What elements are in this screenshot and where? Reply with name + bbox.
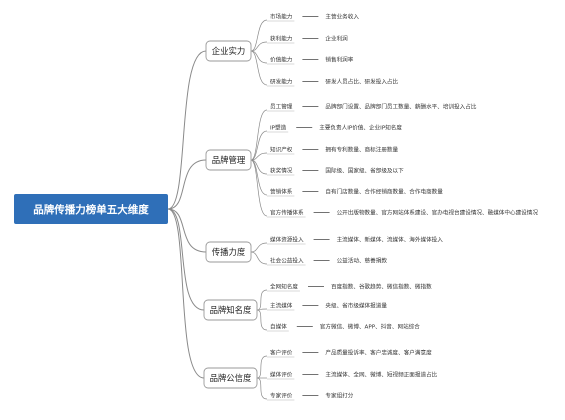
leaf-item: 知识产权 拥有专利数量、商标注册数量 <box>267 145 399 155</box>
branch-leaf-connector <box>250 19 268 52</box>
leaf-item: 价值能力 销售利润率 <box>267 55 354 65</box>
leaf-label: 官方传播体系 <box>270 208 304 216</box>
leaf-item: 社会公益投入 公益活动、慈善捐款 <box>267 256 388 266</box>
leaf-detail: 专家组打分 <box>325 391 353 399</box>
leaf-label: 营销体系 <box>270 187 293 195</box>
leaf-detail: 主流媒体、全网、微博、短视频正面报道占比 <box>325 370 437 378</box>
branch-node: 企业实力 <box>205 40 252 62</box>
leaf-detail: 央级、省市级媒体报道量 <box>325 301 387 309</box>
leaf-item: 主流媒体 央级、省市级媒体报道量 <box>267 301 387 311</box>
branch-node-box <box>203 367 258 389</box>
branch-leaf-connector <box>250 159 268 217</box>
leaf-item: 自媒体 官方微信、微博、APP、抖音、网站综合 <box>267 322 420 332</box>
branch-leaf-connector <box>256 289 268 311</box>
leaf-detail: 百度指数、谷歌趋势、微信指数、微指数 <box>331 282 432 290</box>
leaf-label: 获利能力 <box>270 34 293 42</box>
leaf-detail: 主流媒体、新媒体、流媒体、海外媒体投入 <box>337 235 444 243</box>
branch-leaf-connector <box>250 50 268 86</box>
branch-node-box <box>205 149 252 171</box>
branch-node: 品牌管理 <box>205 149 252 171</box>
leaf-item: 客户评价 产品质量投诉率、客户忠诚度、客户满意度 <box>267 348 432 358</box>
leaf-item: 媒体资源投入 主流媒体、新媒体、流媒体、海外媒体投入 <box>267 235 444 245</box>
leaf-label: 媒体资源投入 <box>270 235 304 243</box>
leaf-detail: 品牌部门设置、品牌部门员工数量、薪酬水平、培训投入占比 <box>325 102 476 110</box>
leaf-item: 营销体系 自有门店数量、合作经销商数量、合作电商数量 <box>267 187 443 197</box>
leaf-label: 获奖情况 <box>270 166 293 174</box>
root-node: 品牌传播力榜单五大维度 <box>14 194 168 224</box>
root-branch-connector <box>167 208 205 311</box>
leaf-label: 媒体评价 <box>270 370 293 378</box>
leaf-detail: 产品质量投诉率、客户忠诚度、客户满意度 <box>325 348 432 356</box>
branch-label: 品牌知名度 <box>210 305 252 315</box>
leaf-label: 社会公益投入 <box>270 256 304 264</box>
branch-leaf-connector <box>250 41 268 52</box>
leaf-detail: 自有门店数量、合作经销商数量、合作电商数量 <box>325 187 443 195</box>
leaf-item: 研发能力 研发人员占比、研发投入占比 <box>267 77 399 87</box>
leaf-item: 媒体评价 主流媒体、全网、微博、短视频正面报道占比 <box>267 370 438 380</box>
leaf-label: 知识产权 <box>270 145 293 153</box>
leaf-label: 客户评价 <box>270 348 293 356</box>
branch-leaf-connector <box>250 130 268 161</box>
leaf-detail: 研发人员占比、研发投入占比 <box>325 77 398 85</box>
leaf-detail: 主营业务收入 <box>325 12 359 20</box>
branch-leaf-connector <box>250 109 268 161</box>
leaf-item: 获利能力 企业利润 <box>267 34 348 44</box>
leaf-detail: 公开出版物数量、官方网站体系建设、官办电视台建设情况、融媒体中心建设情况 <box>337 208 539 216</box>
leaf-detail: 主要负责人IP价值、企业IP知名度 <box>319 123 402 131</box>
branch-label: 品牌管理 <box>212 155 246 165</box>
branch-node-box <box>205 241 252 263</box>
root-label: 品牌传播力榜单五大维度 <box>33 203 149 216</box>
leaf-item: 全网知名度 百度指数、谷歌趋势、微信指数、微指数 <box>267 282 432 292</box>
leaf-detail: 企业利润 <box>325 34 348 42</box>
root-branch-connector <box>167 208 205 379</box>
root-branch-connector <box>167 159 207 210</box>
branch-label: 企业实力 <box>212 46 246 56</box>
leaf-label: 研发能力 <box>270 77 293 85</box>
branch-leaf-connector <box>250 251 268 265</box>
leaf-item: 员工管理 品牌部门设置、品牌部门员工数量、薪酬水平、培训投入占比 <box>267 102 477 112</box>
branch-label: 传播力度 <box>212 247 246 257</box>
leaf-item: IP塑造 主要负责人IP价值、企业IP知名度 <box>267 123 402 133</box>
leaf-label: 专家评价 <box>270 391 293 399</box>
branch-node-box <box>205 40 252 62</box>
branch-node: 品牌知名度 <box>203 299 258 321</box>
leaf-label: 自媒体 <box>270 322 287 330</box>
connector-lines <box>167 19 268 400</box>
leaf-label: 员工管理 <box>270 102 293 110</box>
root-node-box <box>14 194 168 224</box>
leaf-label: IP塑造 <box>270 123 287 131</box>
branch-leaf-connector <box>250 159 268 196</box>
leaf-item: 获奖情况 国际级、国家级、省部级及以下 <box>267 166 404 176</box>
branch-leaf-connector <box>256 355 268 379</box>
leaf-label: 市场能力 <box>270 12 293 20</box>
branch-node: 品牌公信度 <box>203 367 258 389</box>
branch-leaf-connector <box>256 377 268 400</box>
leaf-detail: 拥有专利数量、商标注册数量 <box>325 145 398 153</box>
leaf-item: 官方传播体系 公开出版物数量、官方网站体系建设、官办电视台建设情况、融媒体中心建设… <box>267 208 539 218</box>
root-branch-connector <box>167 208 207 253</box>
leaf-label: 价值能力 <box>270 55 293 63</box>
branch-leaf-connector <box>256 309 268 331</box>
leaf-label: 全网知名度 <box>270 282 298 290</box>
branch-node: 传播力度 <box>205 241 252 263</box>
branch-leaf-connector <box>250 242 268 253</box>
branch-node-box <box>203 299 258 321</box>
leaf-detail: 国际级、国家级、省部级及以下 <box>325 166 404 174</box>
leaf-label: 主流媒体 <box>270 301 293 309</box>
leaf-item: 市场能力 主营业务收入 <box>267 12 359 22</box>
leaf-item: 专家评价 专家组打分 <box>267 391 354 401</box>
leaf-detail: 公益活动、慈善捐款 <box>337 256 388 264</box>
leaf-detail: 官方微信、微博、APP、抖音、网站综合 <box>320 322 420 330</box>
leaf-detail: 销售利润率 <box>325 55 353 63</box>
branch-label: 品牌公信度 <box>210 373 252 383</box>
root-branch-connector <box>167 50 207 210</box>
branch-leaf-connector <box>250 152 268 161</box>
